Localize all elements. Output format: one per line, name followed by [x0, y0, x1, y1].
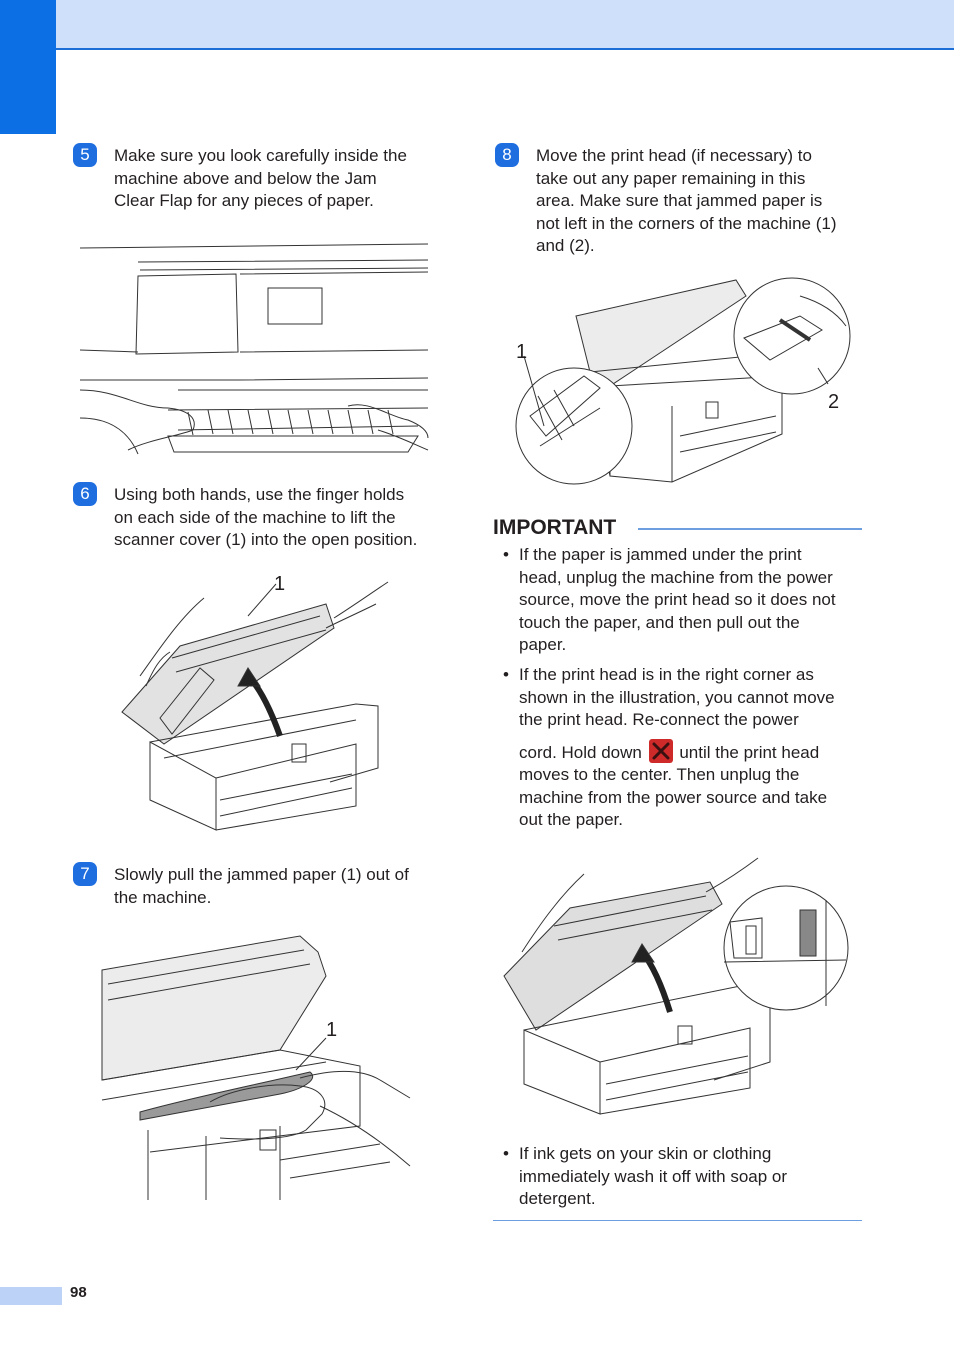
text-line: area. Make sure that jammed paper is — [536, 191, 823, 210]
bullet-dot: • — [503, 665, 509, 684]
step-number-badge: 8 — [495, 143, 519, 167]
bullet-text: If ink gets on your skin or clothing imm… — [519, 1143, 864, 1211]
header-band — [0, 0, 954, 49]
text-line: machine above and below the Jam — [114, 168, 377, 188]
text-line: take out any paper remaining in this — [536, 168, 806, 188]
text-line: moves to the center. Then unplug the — [519, 765, 800, 784]
text-line: not left in the corners of the machine (… — [536, 213, 837, 233]
step-text: Using both hands, use the finger holds o… — [114, 484, 459, 552]
callout-label: 2 — [828, 391, 839, 413]
step-text: Move the print head (if necessary) to ta… — [536, 145, 866, 258]
text-line: touch the paper, and then pull out the — [519, 612, 800, 632]
important-heading-rule — [638, 528, 862, 530]
text-line: paper. — [519, 635, 567, 654]
bullet-text: If the print head is in the right corner… — [519, 664, 864, 832]
text-line: immediately wash it off with soap or — [519, 1166, 788, 1186]
callout-label: 1 — [326, 1019, 337, 1041]
text-line: and (2). — [536, 236, 595, 255]
text-line: Using both hands, use the finger holds — [114, 485, 405, 504]
bullet-dot: • — [503, 545, 509, 564]
bullet-text: If the paper is jammed under the print h… — [519, 544, 864, 657]
text-fragment: until the print head — [679, 742, 820, 762]
step-text: Make sure you look carefully inside the … — [114, 145, 454, 213]
text-line: scanner cover (1) into the open position… — [114, 530, 418, 549]
text-line: If the print head is in the right corner… — [519, 665, 814, 684]
bullet-dot: • — [503, 1144, 509, 1163]
callout-label: 1 — [516, 341, 527, 363]
illustration-pull-jammed-paper: 1 — [100, 930, 412, 1202]
text-line: Slowly pull the jammed paper (1) out of — [114, 865, 409, 884]
text-line: If ink gets on your skin or clothing — [519, 1144, 772, 1163]
important-heading: IMPORTANT — [493, 516, 617, 539]
text-line: detergent. — [519, 1189, 596, 1208]
text-line: head, unplug the machine from the power — [519, 567, 833, 587]
illustration-lift-scanner-cover: 1 — [120, 568, 390, 836]
illustration-print-head-corners: 1 2 — [500, 276, 856, 488]
text-line: Move the print head (if necessary) to — [536, 146, 812, 165]
text-line: machine from the power source and take — [519, 787, 828, 807]
text-line: the machine. — [114, 887, 212, 907]
illustration-jam-clear-flap — [78, 240, 430, 456]
text-line: Make sure you look carefully inside the — [114, 146, 407, 165]
chapter-tab — [0, 0, 56, 134]
text-fragment: cord. Hold down — [519, 742, 642, 762]
text-line: the print head. Re-connect the power — [519, 710, 799, 729]
text-line: Clear Flap for any pieces of paper. — [114, 191, 374, 210]
header-rule — [56, 48, 954, 50]
text-line: If the paper is jammed under the print — [519, 545, 802, 564]
text-line: source, move the print head so it does n… — [519, 590, 836, 609]
step-number-badge: 7 — [73, 862, 97, 886]
callout-label: 1 — [274, 573, 285, 595]
text-line: on each side of the machine to lift the — [114, 507, 396, 527]
text-line-with-icon: cord. Hold down until the print head — [519, 738, 864, 765]
text-line: out the paper. — [519, 810, 623, 829]
footer-band — [0, 1287, 62, 1305]
important-bottom-rule — [493, 1220, 862, 1221]
text-line: shown in the illustration, you cannot mo… — [519, 687, 835, 707]
stop-x-icon — [648, 738, 673, 763]
page-number: 98 — [70, 1284, 87, 1301]
illustration-print-head-right-corner — [500, 852, 852, 1122]
step-text: Slowly pull the jammed paper (1) out of … — [114, 864, 459, 909]
step-number-badge: 6 — [73, 482, 97, 506]
step-number-badge: 5 — [73, 143, 97, 167]
